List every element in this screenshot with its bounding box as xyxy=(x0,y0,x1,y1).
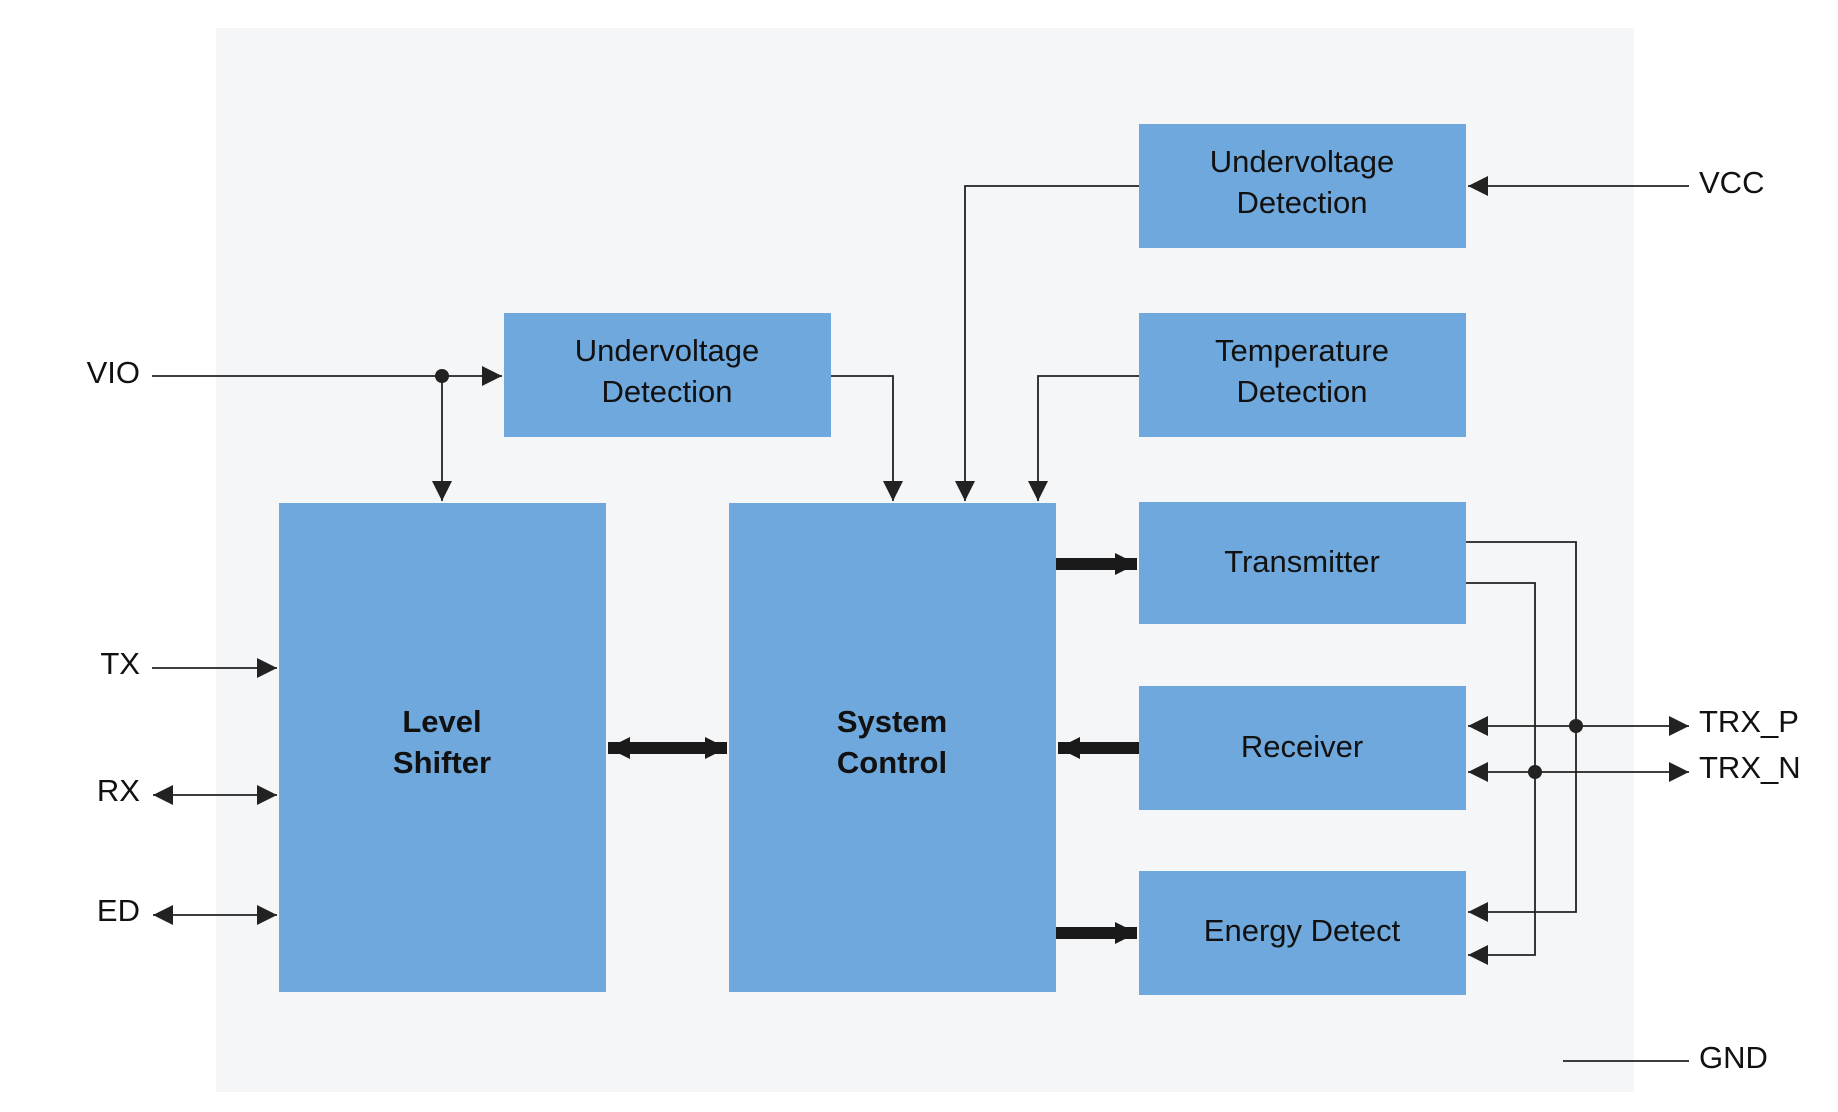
temperature-label-line2: Detection xyxy=(1237,374,1368,409)
undervoltage-vcc-block xyxy=(1139,124,1466,248)
wire-temperature-to-system-control xyxy=(1028,375,1139,501)
undervoltage-vio-label-line2: Detection xyxy=(602,374,733,409)
energy-detect-block xyxy=(1139,871,1466,995)
level-shifter-block xyxy=(279,503,606,992)
pin-trx-p: TRX_P xyxy=(1699,704,1799,739)
undervoltage-vcc-label-line2: Detection xyxy=(1237,185,1368,220)
system-control-label-line2: Control xyxy=(837,745,947,780)
undervoltage-vio-label-line1: Undervoltage xyxy=(575,333,759,368)
energy-detect-label: Energy Detect xyxy=(1204,913,1401,948)
system-control-block xyxy=(729,503,1056,992)
temperature-label-line1: Temperature xyxy=(1215,333,1389,368)
receiver-label: Receiver xyxy=(1241,729,1363,764)
pin-rx: RX xyxy=(97,773,140,808)
wire-uv-vio-to-system-control xyxy=(831,375,903,501)
level-shifter-label-line2: Shifter xyxy=(393,745,491,780)
pin-vio: VIO xyxy=(87,355,140,390)
pin-ed: ED xyxy=(97,893,140,928)
undervoltage-vcc-label-line1: Undervoltage xyxy=(1210,144,1394,179)
pin-gnd: GND xyxy=(1699,1040,1768,1075)
system-control-label-line1: System xyxy=(837,704,947,739)
undervoltage-vio-block xyxy=(504,313,831,437)
wire-uv-vcc-to-system-control xyxy=(955,185,1139,501)
pin-trx-n: TRX_N xyxy=(1699,750,1801,785)
junction-trx-n xyxy=(1528,765,1542,779)
pin-tx: TX xyxy=(100,646,140,681)
junction-trx-p xyxy=(1569,719,1583,733)
receiver-block xyxy=(1139,686,1466,810)
level-shifter-label-line1: Level xyxy=(402,704,481,739)
temperature-detection-block xyxy=(1139,313,1466,437)
pin-vcc: VCC xyxy=(1699,165,1764,200)
transmitter-block xyxy=(1139,502,1466,624)
transmitter-label: Transmitter xyxy=(1224,544,1380,579)
